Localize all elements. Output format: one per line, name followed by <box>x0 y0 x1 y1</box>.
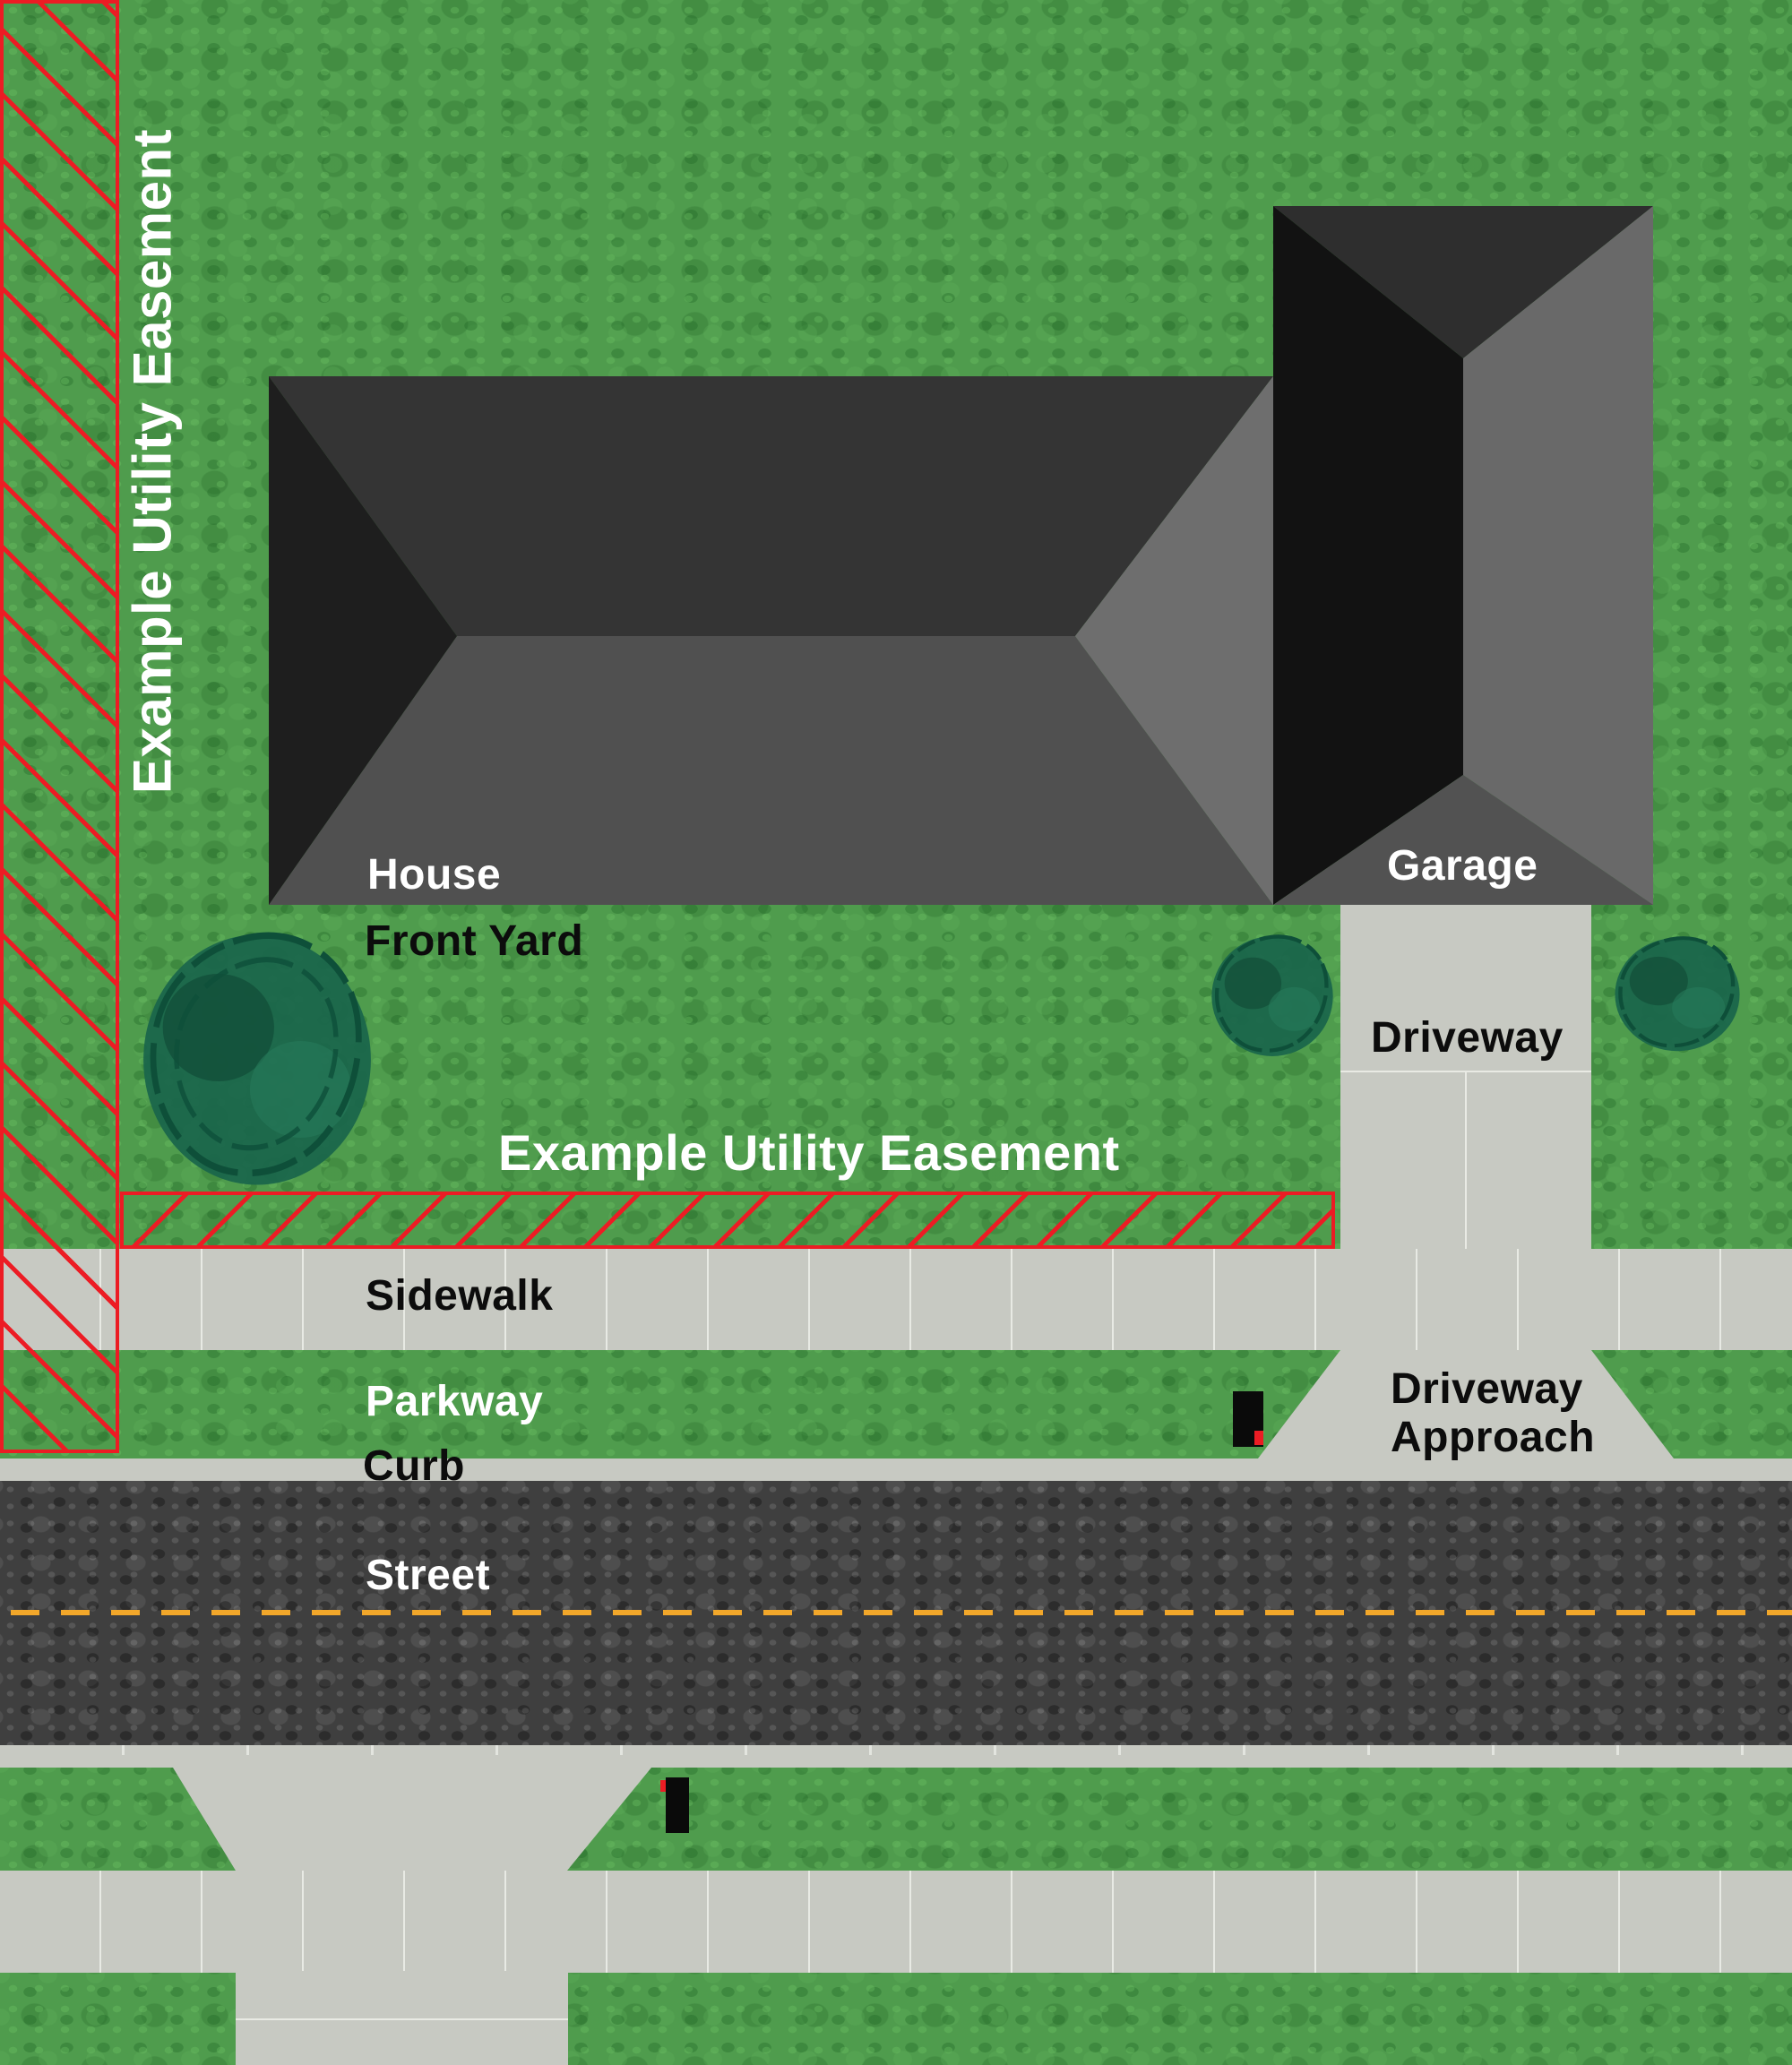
utility-easement-strip-vertical <box>0 0 119 1453</box>
mailbox-marker <box>660 1777 689 1833</box>
mailbox-flag <box>660 1780 668 1792</box>
easement-horizontal-label: Example Utility Easement <box>498 1124 1120 1181</box>
tree-canopy-icon <box>143 932 371 1185</box>
mailbox-marker <box>1233 1391 1263 1447</box>
driveway-surface <box>1340 903 1591 1249</box>
far-driveway-approach-surface <box>173 1768 651 1871</box>
curb-label: Curb <box>363 1442 465 1490</box>
mailbox-flag <box>1254 1431 1263 1445</box>
far-curb-band <box>0 1745 1792 1768</box>
street-center-line <box>11 1610 1792 1615</box>
driveway-approach-line1: Driveway <box>1391 1365 1583 1413</box>
sidewalk-band <box>0 1249 1792 1350</box>
tree-canopy-icon <box>1615 936 1740 1052</box>
tree-canopy-icon <box>1211 934 1333 1056</box>
street-band <box>0 1481 1792 1745</box>
curb-joint-ticks <box>0 1745 1792 1755</box>
far-sidewalk-band <box>0 1871 1792 1973</box>
front-yard-label: Front Yard <box>365 917 584 965</box>
utility-easement-strip-horizontal <box>120 1192 1335 1249</box>
house-label: House <box>367 851 502 899</box>
house-and-garage-roof <box>269 206 1653 905</box>
curb-band <box>0 1458 1792 1481</box>
garage-label: Garage <box>1387 842 1538 890</box>
driveway-approach-line2: Approach <box>1391 1413 1596 1461</box>
driveway-label: Driveway <box>1371 1014 1564 1062</box>
far-walkway <box>236 1971 568 2065</box>
driveway-approach-surface <box>1258 1350 1674 1458</box>
parkway-label: Parkway <box>366 1378 544 1425</box>
sidewalk-label: Sidewalk <box>366 1272 554 1320</box>
easement-vertical-label: Example Utility Easement <box>122 128 183 795</box>
street-label: Street <box>366 1552 491 1599</box>
driveway-approach-label: Driveway Approach <box>1391 1365 1595 1462</box>
